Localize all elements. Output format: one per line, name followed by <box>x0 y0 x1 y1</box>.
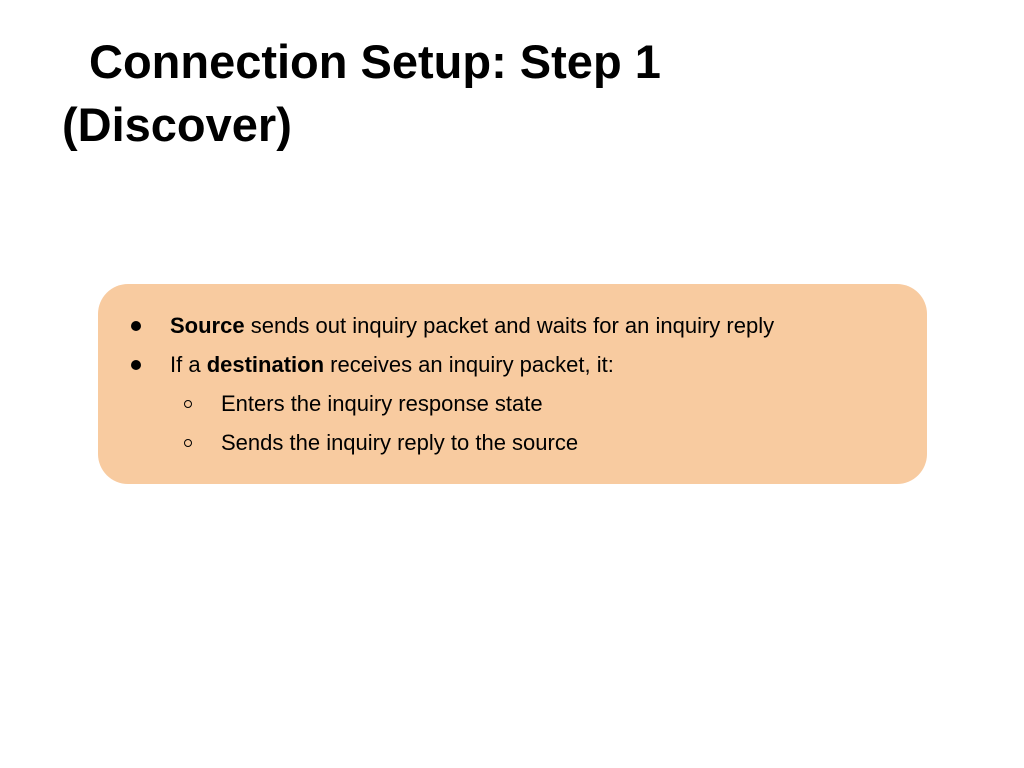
slide-title-line-2: (Discover) <box>62 98 292 151</box>
bullet-text: If a destination receives an inquiry pac… <box>170 349 614 381</box>
bullet-disc-icon <box>130 349 142 381</box>
bullet-disc-icon <box>130 310 142 342</box>
bullet-text: Source sends out inquiry packet and wait… <box>170 310 774 342</box>
sub-bullet-circle-icon <box>182 427 194 459</box>
slide-title-line-1: Connection Setup: Step 1 <box>89 35 661 88</box>
bullet-rest-text: receives an inquiry packet, it: <box>324 352 614 377</box>
bullet-pre-text: If a <box>170 352 207 377</box>
bullet-bold-term: Source <box>170 313 245 338</box>
sub-bullet-circle-icon <box>182 388 194 420</box>
sub-bullet-text: Sends the inquiry reply to the source <box>221 430 579 455</box>
slide-title: Connection Setup: Step 1 (Discover) <box>62 30 661 156</box>
bullet-rest-text: sends out inquiry packet and waits for a… <box>244 313 775 338</box>
content-box: Source sends out inquiry packet and wait… <box>98 284 927 484</box>
bullet-bold-term: destination <box>206 352 325 377</box>
sub-bullet-text: Enters the inquiry response state <box>221 391 543 416</box>
